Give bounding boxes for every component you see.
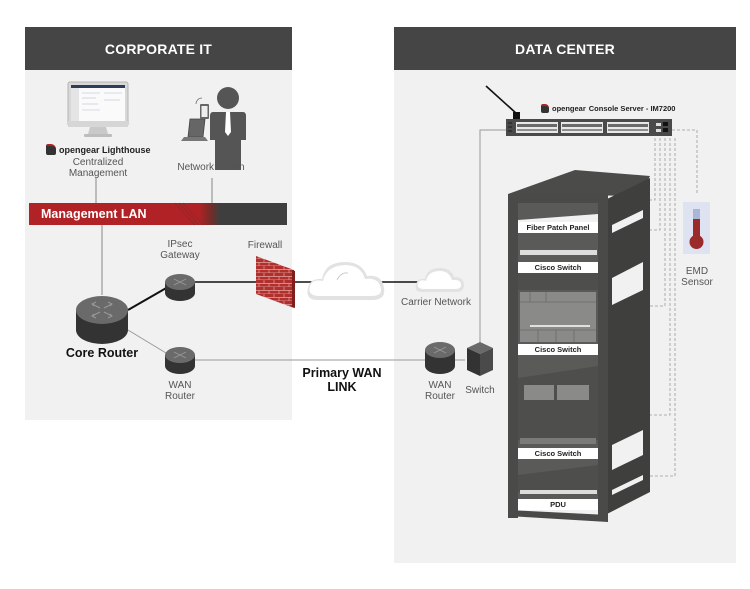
console-server-icon: [485, 85, 672, 136]
core-router-icon: [76, 296, 128, 344]
datacenter-wan-router-label: WAN Router: [424, 380, 455, 402]
core-ipsec-link: [127, 286, 169, 311]
data-center-title: DATA CENTER: [394, 27, 736, 70]
console-brand-text: opengear: [552, 104, 586, 113]
internet-cloud-icon: [307, 262, 385, 300]
core-wan-link: [127, 329, 167, 354]
console-server-label: Console Server - IM7200: [588, 104, 676, 113]
firewall-icon: [256, 256, 295, 308]
emd-sensor-icon: [683, 202, 710, 254]
switch-label: Switch: [465, 385, 495, 396]
lighthouse-brand: opengear Lighthouse: [46, 144, 151, 155]
lighthouse-brand-text: opengear Lighthouse: [59, 144, 151, 155]
primary-wan-link-label: Primary WAN LINK: [302, 366, 382, 394]
switch-console-link: [479, 129, 512, 344]
cisco-switch-1-label: Cisco Switch: [518, 262, 598, 273]
carrier-network-label: Carrier Network: [400, 297, 471, 308]
network-admin-icon: [181, 87, 246, 170]
console-server-brand: opengear Console Server - IM7200: [541, 104, 675, 113]
management-lan-label: Management LAN: [41, 207, 147, 221]
firewall-label: Firewall: [247, 240, 283, 251]
corporate-wan-router-label: WAN Router: [164, 380, 195, 402]
switch-cube-icon: [467, 342, 493, 376]
management-lan: Management LAN: [29, 203, 287, 225]
fiber-patch-panel-label: Fiber Patch Panel: [518, 222, 598, 233]
emd-sensor-label: EMD Sensor: [681, 266, 713, 288]
network-admin-label: Network Admin: [177, 162, 245, 173]
core-router-label: Core Router: [65, 346, 139, 360]
ipsec-gateway-label: IPsec Gateway: [160, 239, 200, 261]
cisco-switch-3-label: Cisco Switch: [518, 448, 598, 459]
carrier-network-cloud-icon: [415, 268, 464, 292]
datacenter-wan-router-icon: [425, 342, 455, 374]
lighthouse-label: Centralized Management: [68, 157, 128, 179]
lan-bar-stripes: [174, 202, 204, 226]
lighthouse-monitor-icon: [67, 81, 129, 137]
management-lan-bar: [29, 203, 287, 225]
opengear-logo-icon: [46, 144, 56, 155]
corporate-wan-router-icon: [165, 347, 195, 374]
corporate-it-title: CORPORATE IT: [25, 27, 292, 70]
pdu-label: PDU: [518, 499, 598, 510]
cisco-switch-2-label: Cisco Switch: [518, 344, 598, 355]
antenna-icon: [485, 85, 518, 115]
ipsec-gateway-icon: [165, 274, 195, 301]
opengear-logo-icon: [541, 104, 549, 113]
